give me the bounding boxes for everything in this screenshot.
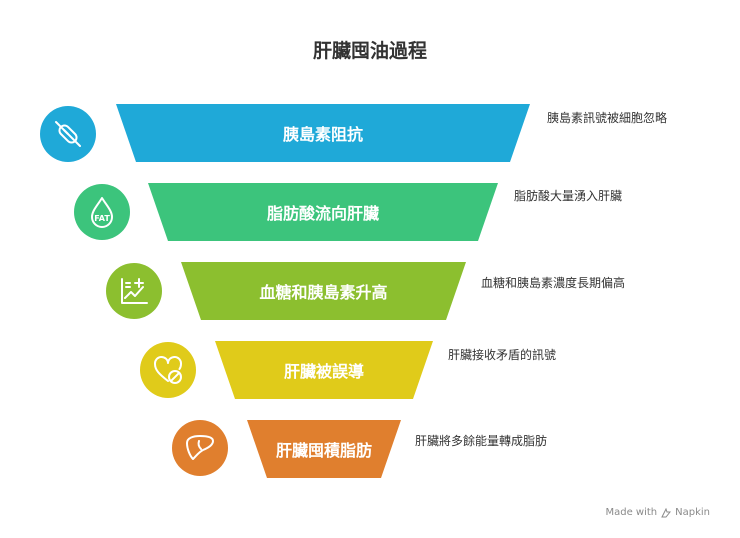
stage-2-icon bbox=[106, 263, 162, 319]
napkin-brand-label: Napkin bbox=[675, 507, 710, 518]
stage-3-label: 肝臟被誤導 bbox=[283, 362, 364, 381]
syringe-crossed-icon bbox=[55, 121, 81, 147]
stage-0-description: 胰島素訊號被細胞忽略 bbox=[547, 111, 668, 125]
stage-0-band: 胰島素阻抗 bbox=[116, 104, 530, 162]
stage-3-description: 肝臟接收矛盾的訊號 bbox=[448, 348, 557, 362]
stage-1-label: 脂肪酸流向肝臟 bbox=[266, 204, 379, 223]
heart-prohibited-icon bbox=[154, 356, 182, 384]
stage-4-label: 肝臟囤積脂肪 bbox=[275, 441, 372, 460]
made-with-napkin[interactable]: Made with Napkin bbox=[605, 507, 710, 518]
stage-2-description: 血糖和胰島素濃度長期偏高 bbox=[481, 276, 626, 290]
stage-1-band: 脂肪酸流向肝臟 bbox=[148, 183, 498, 241]
stage-2-band: 血糖和胰島素升高 bbox=[181, 262, 466, 320]
stage-2-label: 血糖和胰島素升高 bbox=[259, 283, 388, 302]
liver-icon bbox=[186, 435, 214, 460]
stage-0-label: 胰島素阻抗 bbox=[282, 125, 363, 144]
stage-4-band: 肝臟囤積脂肪 bbox=[247, 420, 401, 478]
stage-0-icon bbox=[40, 106, 96, 162]
fat-drop-icon: FAT bbox=[91, 197, 113, 228]
napkin-logo-icon bbox=[661, 507, 672, 517]
stage-1-description: 脂肪酸大量湧入肝臟 bbox=[514, 189, 623, 203]
rising-chart-plus-icon bbox=[121, 278, 148, 304]
stage-4-description: 肝臟將多餘能量轉成脂肪 bbox=[415, 434, 548, 448]
stage-4-icon bbox=[172, 420, 228, 476]
stage-3-band: 肝臟被誤導 bbox=[215, 341, 433, 399]
stage-1-icon: FAT bbox=[74, 184, 130, 240]
svg-text:FAT: FAT bbox=[94, 214, 110, 223]
diagram-title: 肝臟囤油過程 bbox=[312, 40, 427, 62]
stage-3-icon bbox=[140, 342, 196, 398]
made-with-label: Made with bbox=[605, 507, 658, 518]
